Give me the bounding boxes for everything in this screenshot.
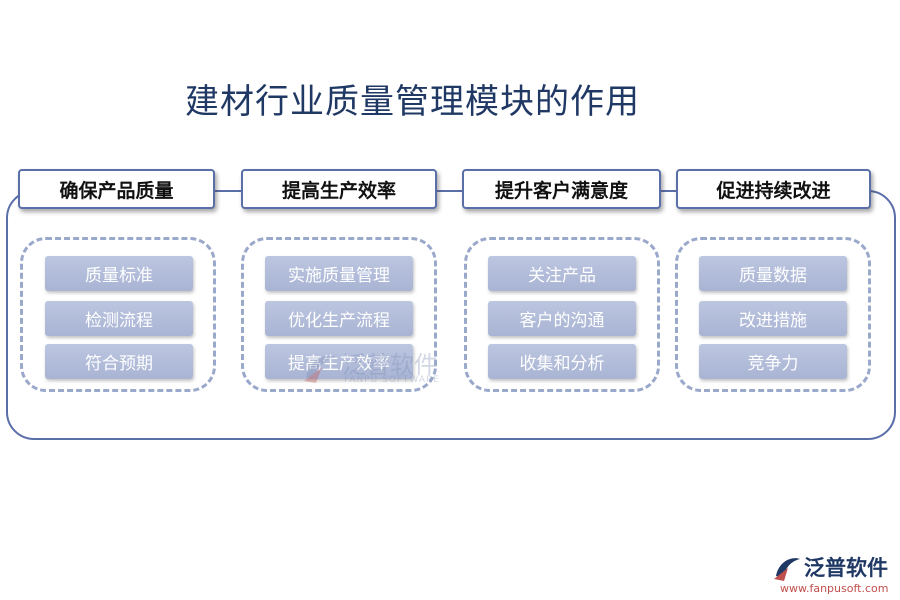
header-continuous-improvement: 促进持续改进 [676,169,871,209]
brand-url[interactable]: www.fanpusoft.com [780,582,889,595]
item-customer-communication: 客户的沟通 [488,301,636,336]
item-quality-data: 质量数据 [699,256,847,291]
item-inspection-process: 检测流程 [45,301,193,336]
item-implement-quality-mgmt: 实施质量管理 [265,256,413,291]
brand-name: 泛普软件 [804,556,888,580]
group-improve-efficiency: 实施质量管理 优化生产流程 提高生产效率 [241,237,437,392]
item-meet-expectations: 符合预期 [45,344,193,379]
item-optimize-production: 优化生产流程 [265,301,413,336]
group-customer-satisfaction: 关注产品 客户的沟通 收集和分析 [464,237,660,392]
brand-logo: 泛普软件 www.fanpusoft.com [770,552,895,596]
item-focus-product: 关注产品 [488,256,636,291]
header-customer-satisfaction: 提升客户满意度 [462,169,661,209]
group-continuous-improvement: 质量数据 改进措施 竞争力 [675,237,871,392]
item-collect-analyze: 收集和分析 [488,344,636,379]
item-competitiveness: 竞争力 [699,344,847,379]
item-improvement-measures: 改进措施 [699,301,847,336]
group-ensure-quality: 质量标准 检测流程 符合预期 [20,237,216,392]
item-quality-standard: 质量标准 [45,256,193,291]
page-title: 建材行业质量管理模块的作用 [185,82,640,122]
item-raise-efficiency: 提高生产效率 [265,344,413,379]
brand-logo-icon [774,558,800,581]
header-ensure-quality: 确保产品质量 [18,169,215,209]
header-improve-efficiency: 提高生产效率 [241,169,437,209]
